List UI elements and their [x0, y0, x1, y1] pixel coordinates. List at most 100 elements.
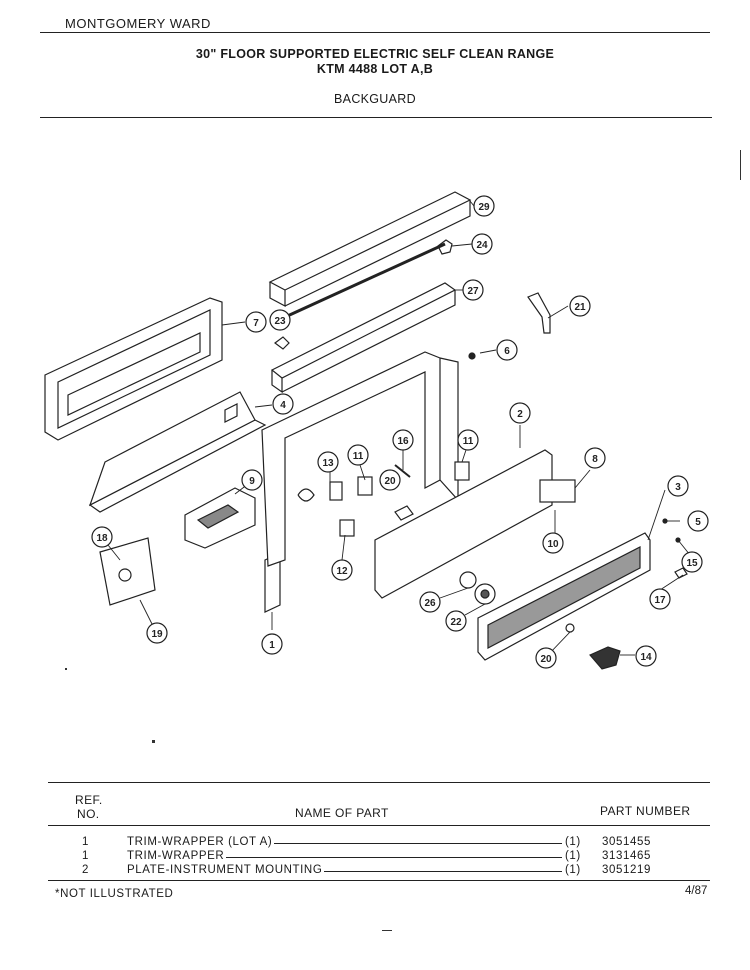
part-20-socket	[394, 505, 414, 521]
svg-text:8: 8	[592, 454, 598, 465]
svg-text:20: 20	[540, 654, 552, 665]
callout-24: 24	[471, 233, 493, 255]
callout-8: 8	[584, 447, 606, 469]
svg-text:26: 26	[424, 598, 436, 609]
scan-speck	[382, 930, 392, 931]
svg-text:15: 15	[686, 558, 698, 569]
callout-11-a: 11	[347, 444, 369, 466]
svg-text:29: 29	[478, 202, 490, 213]
scan-speck	[740, 150, 741, 180]
brand-label: MONTGOMERY WARD	[65, 16, 211, 31]
row-part-number: 3051455	[602, 836, 651, 848]
part-9-relay	[184, 487, 256, 549]
row-name: TRIM-WRAPPER	[127, 850, 227, 862]
part-3-control-panel	[477, 532, 651, 661]
part-12-switch	[339, 519, 355, 537]
callout-bubbles: 29 24 27 21 7 23 6 4 2 16 11 11 13 20 8 …	[91, 195, 709, 669]
part-26-dial	[459, 571, 477, 589]
col-part-number-header: PART NUMBER	[600, 804, 691, 818]
svg-text:24: 24	[476, 240, 488, 251]
part-2-instrument-plate	[374, 449, 553, 599]
callout-20-a: 20	[379, 469, 401, 491]
row-part-number: 3131465	[602, 850, 651, 862]
part-11-switch-b	[454, 461, 470, 481]
part-frame	[261, 351, 459, 567]
row-qty: (1)	[565, 864, 581, 876]
callout-22: 22	[445, 610, 467, 632]
col-ref-header-line1: REF.	[75, 793, 103, 807]
table-row: 1 TRIM-WRAPPER (1) 3131465	[0, 850, 750, 864]
callout-3: 3	[667, 475, 689, 497]
callout-6: 6	[496, 339, 518, 361]
svg-text:27: 27	[467, 286, 479, 297]
svg-text:11: 11	[463, 436, 474, 447]
part-17-lamp	[674, 567, 688, 579]
callout-13: 13	[317, 451, 339, 473]
page-title-line1: 30" FLOOR SUPPORTED ELECTRIC SELF CLEAN …	[195, 47, 555, 61]
svg-text:17: 17	[654, 595, 666, 606]
row-part-number: 3051219	[602, 864, 651, 876]
page-title-line2: KTM 4488 LOT A,B	[316, 62, 434, 76]
svg-text:5: 5	[695, 517, 701, 528]
svg-text:19: 19	[151, 629, 163, 640]
part-13-coil	[297, 488, 315, 502]
svg-text:13: 13	[322, 458, 334, 469]
part-24-bracket	[437, 239, 453, 255]
callout-10: 10	[542, 532, 564, 554]
callout-5: 5	[687, 510, 709, 532]
svg-text:2: 2	[517, 409, 523, 420]
not-illustrated-note: *NOT ILLUSTRATED	[55, 888, 174, 900]
section-title: BACKGUARD	[334, 92, 416, 106]
svg-text:20: 20	[384, 476, 396, 487]
svg-text:12: 12	[336, 566, 348, 577]
part-20-socket-b	[565, 623, 575, 633]
leader-lines	[107, 200, 691, 656]
part-23-tube	[282, 242, 446, 320]
callout-12: 12	[331, 559, 353, 581]
svg-text:10: 10	[547, 539, 559, 550]
callout-7: 7	[245, 311, 267, 333]
table-bottom-rule	[48, 880, 710, 881]
leader-dash	[130, 843, 562, 844]
part-7-back-panel	[44, 297, 223, 441]
callout-2: 2	[509, 402, 531, 424]
callout-26: 26	[419, 591, 441, 613]
part-4-bracket	[88, 391, 267, 513]
part-22-bezel-inner	[480, 589, 490, 599]
table-header-rule	[48, 825, 710, 826]
callout-21: 21	[569, 295, 591, 317]
part-14-knob	[589, 646, 621, 670]
part-8-timer	[539, 479, 576, 503]
header-rule	[40, 117, 712, 118]
svg-text:6: 6	[504, 346, 510, 357]
table-row: 1 TRIM-WRAPPER (LOT A) (1) 3051455	[0, 836, 750, 850]
part-11-switch-a	[357, 476, 373, 496]
callout-23: 23	[269, 309, 291, 331]
row-name: TRIM-WRAPPER (LOT A)	[127, 836, 275, 848]
callout-14: 14	[635, 645, 657, 667]
svg-text:1: 1	[269, 640, 275, 651]
row-qty: (1)	[565, 836, 581, 848]
exploded-parts-diagram: 29 24 27 21 7 23 6 4 2 16 11 11 13 20 8 …	[0, 130, 750, 780]
svg-text:9: 9	[249, 476, 255, 487]
col-name-header: NAME OF PART	[295, 806, 389, 820]
callout-18: 18	[91, 526, 113, 548]
svg-text:21: 21	[574, 302, 586, 313]
top-rule	[40, 32, 710, 33]
callout-17: 17	[649, 588, 671, 610]
part-29-top-trim	[268, 191, 472, 307]
callout-29: 29	[473, 195, 495, 217]
callout-1: 1	[261, 633, 283, 655]
svg-text:23: 23	[274, 316, 286, 327]
svg-text:16: 16	[397, 436, 409, 447]
row-name: PLATE-INSTRUMENT MOUNTING	[127, 864, 325, 876]
callout-9: 9	[241, 469, 263, 491]
part-18-block	[99, 537, 156, 606]
callout-4: 4	[272, 393, 294, 415]
svg-text:7: 7	[253, 318, 259, 329]
callout-19: 19	[146, 622, 168, 644]
callout-27: 27	[462, 279, 484, 301]
callout-20-b: 20	[535, 647, 557, 669]
col-ref-header-line2: NO.	[77, 807, 100, 821]
row-ref: 2	[82, 864, 89, 876]
